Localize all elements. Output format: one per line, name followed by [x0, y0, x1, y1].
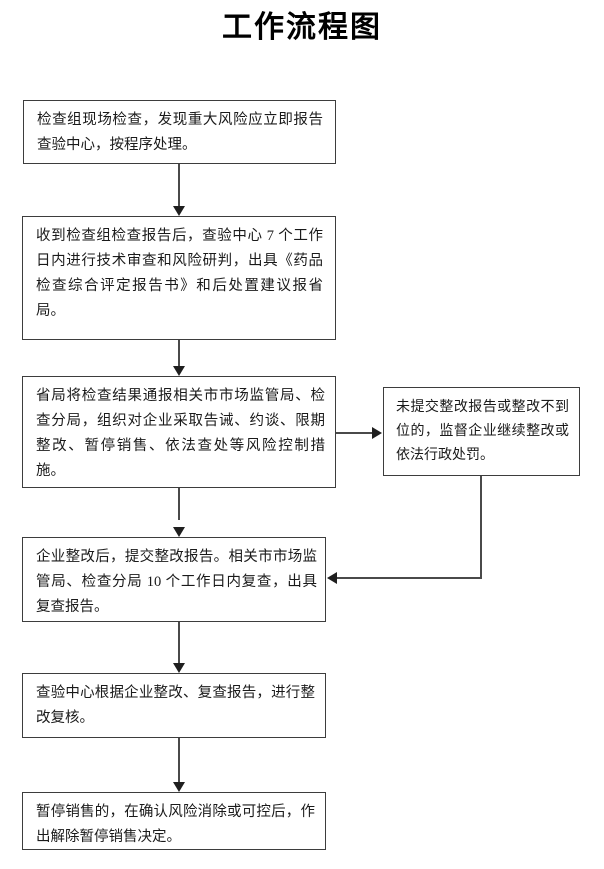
step-provincial-bureau-notify-label: 省局将检查结果通报相关市市场监管局、检查分局，组织对企业采取告诫、约谈、限期整改…: [36, 388, 325, 479]
step-noncompliance-penalty: 未提交整改报告或整改不到位的，监督企业继续整改或依法行政处罚。: [383, 387, 580, 476]
connector-5-to-6-line: [178, 738, 180, 784]
step-provincial-bureau-notify: 省局将检查结果通报相关市市场监管局、检查分局，组织对企业采取告诫、约谈、限期整改…: [22, 376, 336, 488]
step-enterprise-rectification-recheck: 企业整改后，提交整改报告。相关市市场监管局、检查分局 10 个工作日内复查，出具…: [22, 537, 326, 622]
connector-4-to-5-arrowhead: [173, 663, 185, 673]
connector-5-to-6-arrowhead: [173, 782, 185, 792]
page-title: 工作流程图: [222, 11, 382, 44]
connector-3-to-side-line: [336, 432, 374, 434]
connector-1-to-2-arrowhead: [173, 206, 185, 216]
connector-side-to-4-hline: [336, 577, 482, 579]
connector-side-to-4-vline: [480, 476, 482, 579]
connector-side-to-4-arrowhead: [327, 572, 337, 584]
connector-3-to-4-line: [178, 488, 180, 520]
step-rectification-review-label: 查验中心根据企业整改、复查报告，进行整改复核。: [36, 685, 315, 726]
step-noncompliance-penalty-label: 未提交整改报告或整改不到位的，监督企业继续整改或依法行政处罚。: [396, 400, 569, 463]
step-lift-sales-suspension-label: 暂停销售的，在确认风险消除或可控后，作出解除暂停销售决定。: [36, 804, 315, 845]
connector-3-to-side-arrowhead: [372, 427, 382, 439]
step-onsite-inspection-label: 检查组现场检查，发现重大风险应立即报告查验中心，按程序处理。: [37, 112, 323, 153]
connector-4-to-5-line: [178, 622, 180, 665]
connector-1-to-2-line: [178, 164, 180, 208]
step-lift-sales-suspension: 暂停销售的，在确认风险消除或可控后，作出解除暂停销售决定。: [22, 792, 326, 850]
step-technical-review: 收到检查组检查报告后，查验中心 7 个工作日内进行技术审查和风险研判，出具《药品…: [22, 216, 336, 340]
connector-3-to-4-arrowhead: [173, 527, 185, 537]
step-enterprise-rectification-recheck-label: 企业整改后，提交整改报告。相关市市场监管局、检查分局 10 个工作日内复查，出具…: [36, 549, 317, 615]
step-rectification-review: 查验中心根据企业整改、复查报告，进行整改复核。: [22, 673, 326, 738]
connector-2-to-3-arrowhead: [173, 366, 185, 376]
connector-2-to-3-line: [178, 340, 180, 369]
step-onsite-inspection: 检查组现场检查，发现重大风险应立即报告查验中心，按程序处理。: [23, 100, 336, 164]
step-technical-review-label: 收到检查组检查报告后，查验中心 7 个工作日内进行技术审查和风险研判，出具《药品…: [36, 228, 323, 319]
